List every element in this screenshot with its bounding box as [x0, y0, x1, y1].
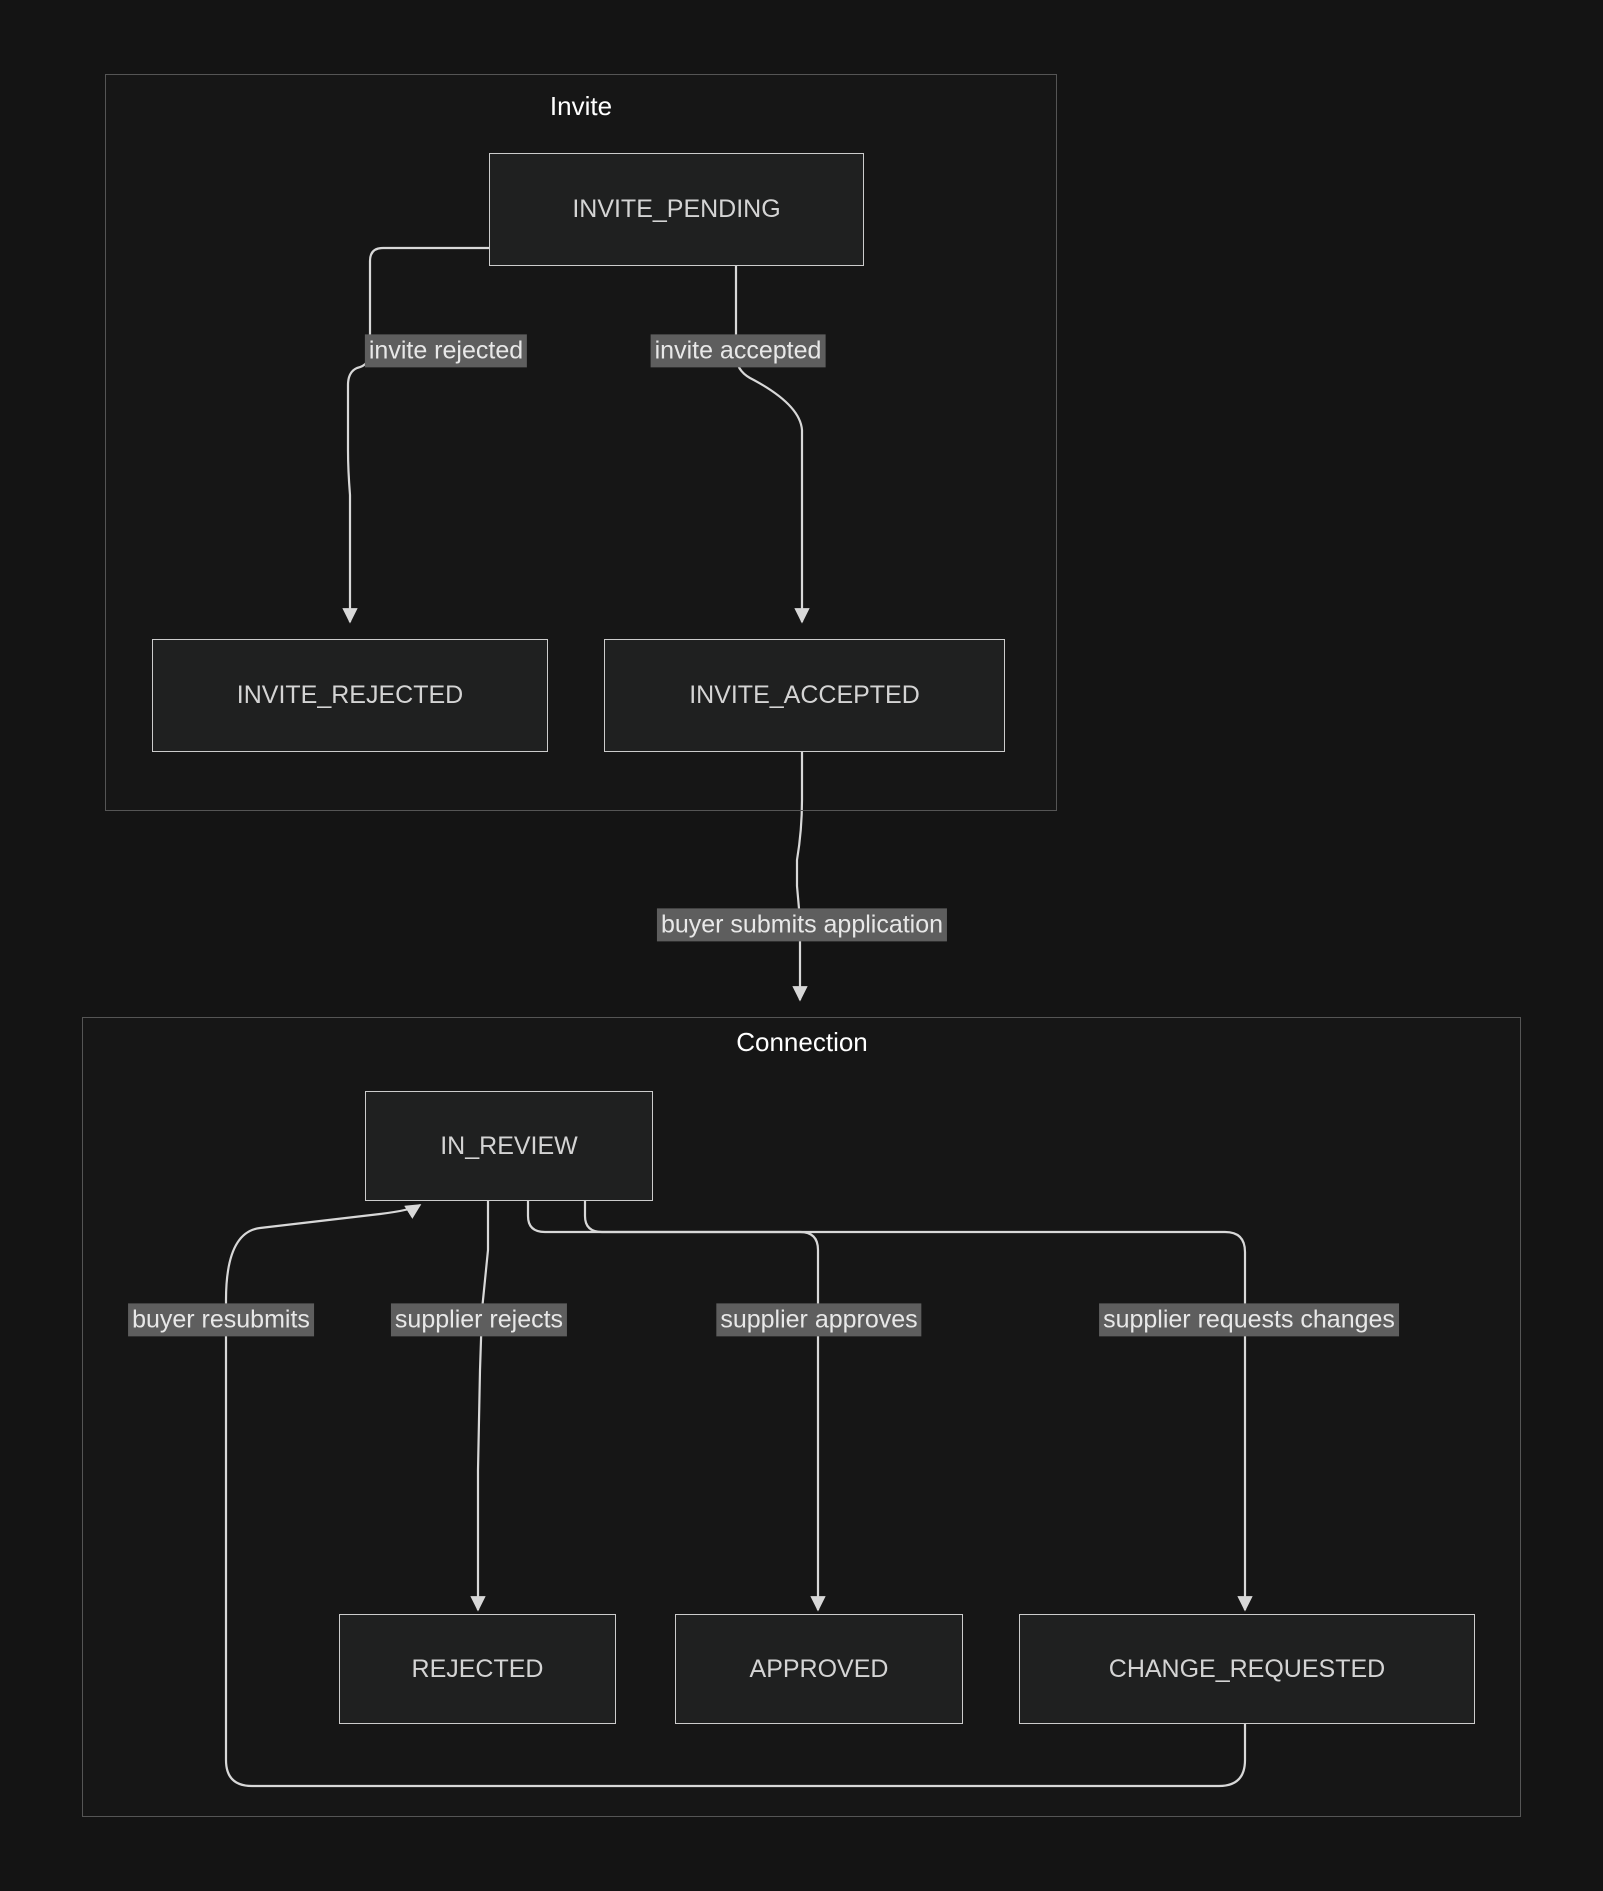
node-in-review-label: IN_REVIEW	[440, 1131, 578, 1160]
node-invite-rejected[interactable]: INVITE_REJECTED	[152, 639, 548, 752]
node-change-requested-label: CHANGE_REQUESTED	[1108, 1654, 1386, 1683]
node-rejected[interactable]: REJECTED	[339, 1614, 616, 1724]
edge-label-invite-rejected: invite rejected	[364, 334, 528, 368]
cluster-connection-label: Connection	[736, 1027, 868, 1057]
node-approved[interactable]: APPROVED	[675, 1614, 963, 1724]
edge-label-invite-accepted: invite accepted	[650, 334, 826, 368]
node-invite-accepted[interactable]: INVITE_ACCEPTED	[604, 639, 1005, 752]
cluster-invite-label: Invite	[549, 91, 613, 121]
cluster-invite	[105, 74, 1057, 811]
edge-label-buyer-submits-application: buyer submits application	[656, 908, 948, 942]
cluster-connection	[82, 1017, 1521, 1817]
node-invite-rejected-label: INVITE_REJECTED	[236, 681, 464, 709]
node-invite-accepted-label: INVITE_ACCEPTED	[689, 681, 920, 709]
edge-label-supplier-requests-changes: supplier requests changes	[1099, 1303, 1399, 1337]
node-rejected-label: REJECTED	[411, 1654, 544, 1683]
node-in-review[interactable]: IN_REVIEW	[365, 1091, 653, 1201]
node-invite-pending[interactable]: INVITE_PENDING	[489, 153, 864, 266]
node-approved-label: APPROVED	[749, 1654, 889, 1683]
node-change-requested[interactable]: CHANGE_REQUESTED	[1019, 1614, 1475, 1724]
node-invite-pending-label: INVITE_PENDING	[572, 195, 781, 223]
edge-label-buyer-resubmits: buyer resubmits	[128, 1303, 314, 1337]
edge-label-supplier-approves: supplier approves	[716, 1303, 922, 1337]
edge-label-supplier-rejects: supplier rejects	[390, 1303, 568, 1337]
